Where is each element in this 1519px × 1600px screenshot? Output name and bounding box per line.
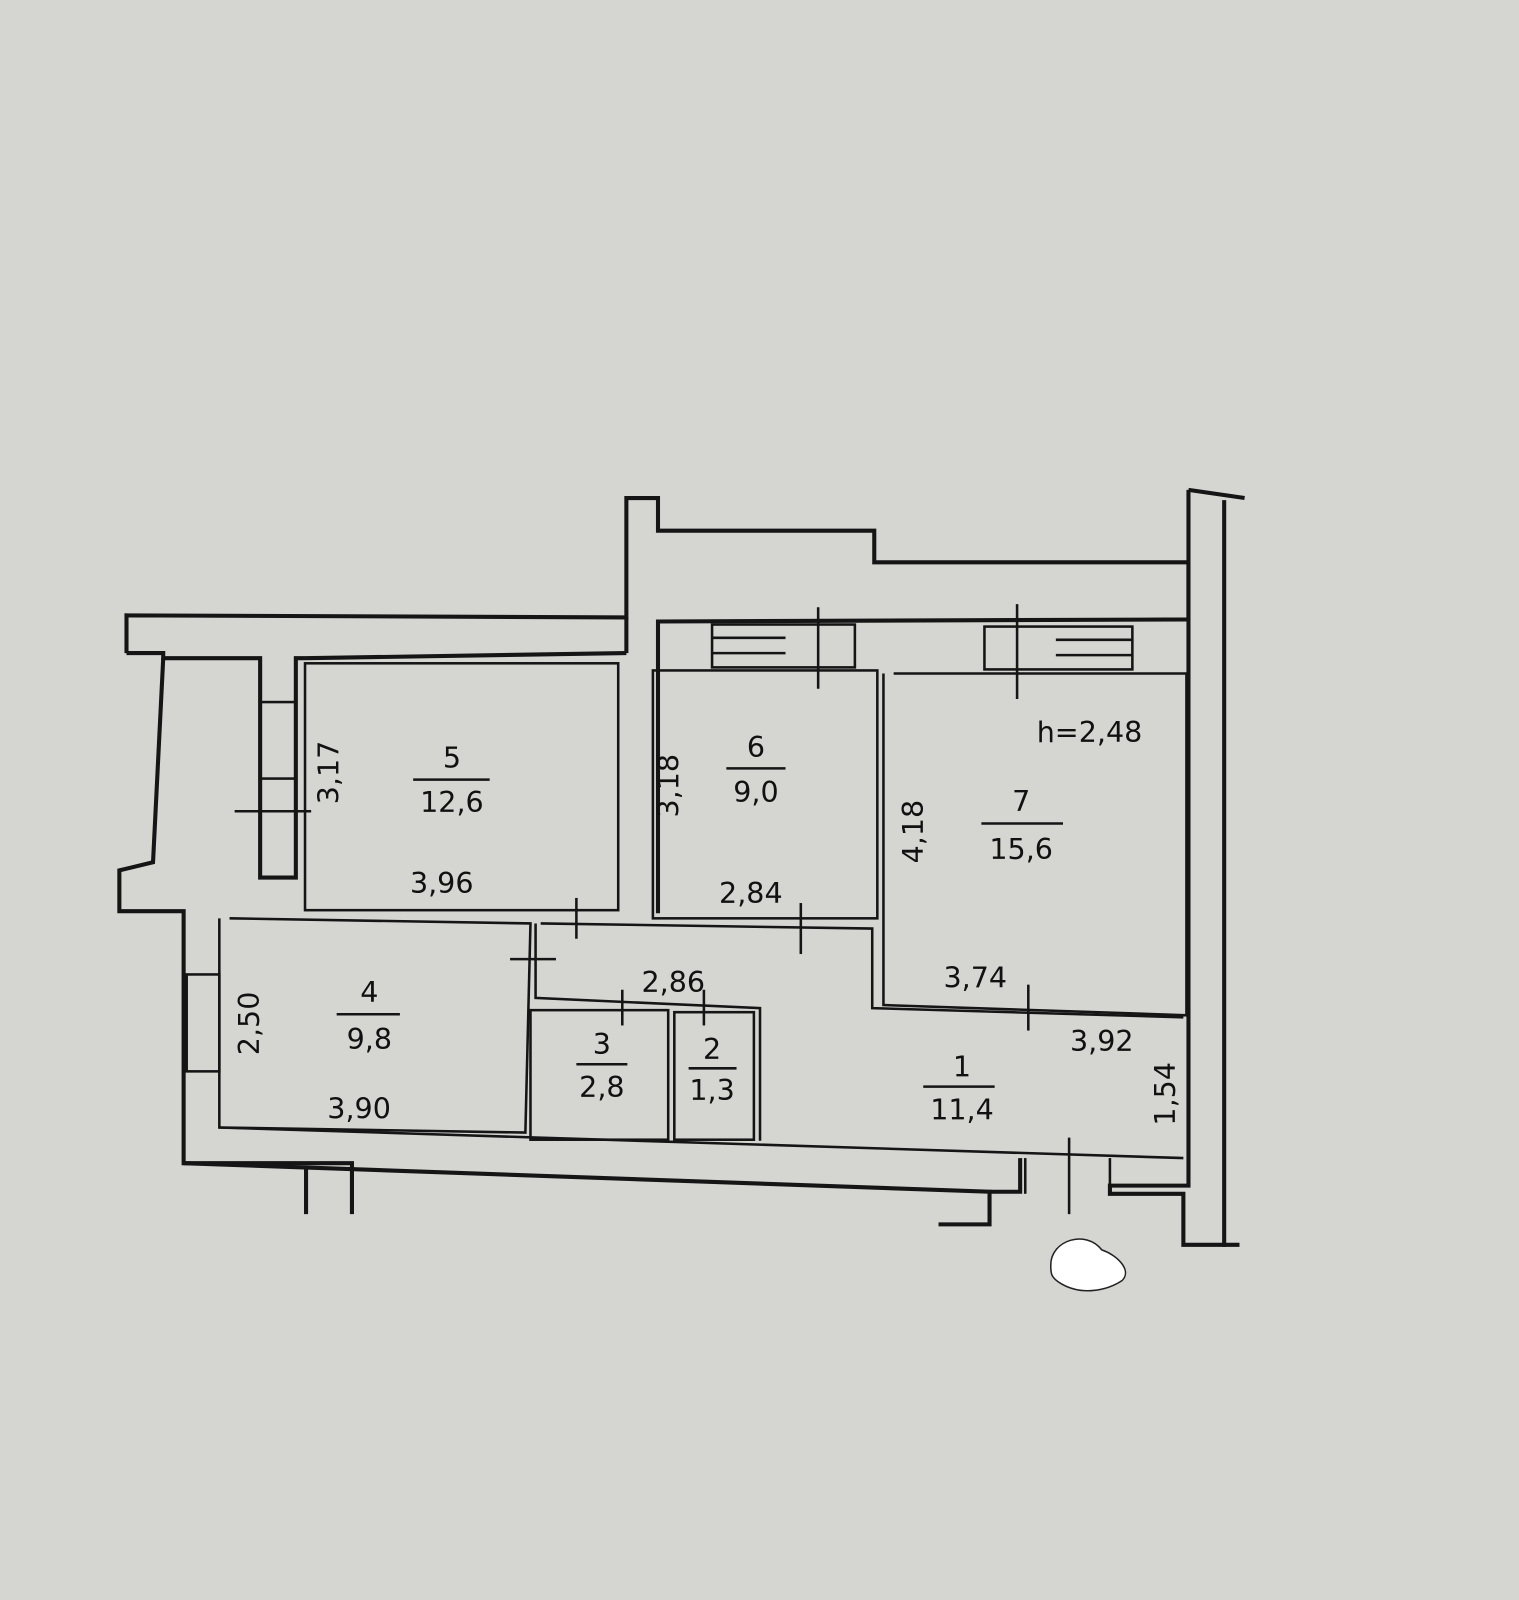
walls [117,487,1245,1247]
dim-r6-height: 3,18 [651,754,685,818]
dim-r5-height: 3,17 [312,741,346,805]
room-1: 1 11,4 [923,1049,995,1126]
room-number: 7 [1012,784,1030,818]
room-area: 9,8 [347,1022,392,1056]
dim-r1-height: 1,54 [1148,1062,1182,1126]
room-area: 11,4 [930,1092,994,1126]
dim-r4-width: 3,90 [327,1091,391,1125]
dimension-labels: 3,17 3,96 3,18 2,84 4,18 3,74 3,92 1,54 … [232,741,1182,1126]
room-area: 1,3 [689,1073,734,1107]
room-7: 7 15,6 [981,784,1063,866]
dim-r6-width: 2,84 [719,876,783,910]
dim-r5-width: 3,96 [410,866,474,900]
room-number: 3 [593,1027,611,1061]
room-3: 3 2,8 [576,1027,628,1104]
room-number: 2 [703,1032,721,1066]
room-number: 5 [443,740,461,774]
room-6: 6 9,0 [726,730,786,809]
room-2: 2 1,3 [688,1032,737,1107]
room-number: 1 [953,1049,971,1083]
room-4: 4 9,8 [336,975,400,1056]
dim-r1-width: 3,92 [1070,1024,1134,1058]
room-area: 12,6 [420,785,484,819]
dim-r7-width: 3,74 [943,961,1007,995]
room-5: 5 12,6 [413,740,490,819]
window-marks [185,623,1134,1073]
room-number: 6 [747,730,765,764]
ceiling-height-label: h=2,48 [1037,715,1143,749]
dim-corridor-width: 2,86 [642,965,706,999]
dim-r7-height: 4,18 [896,800,930,864]
room-number: 4 [360,975,378,1009]
room-area: 2,8 [579,1070,624,1104]
room-area: 15,6 [989,832,1053,866]
dim-r4-height: 2,50 [232,992,266,1056]
room-area: 9,0 [733,775,778,809]
redaction-blob [1049,1238,1127,1292]
